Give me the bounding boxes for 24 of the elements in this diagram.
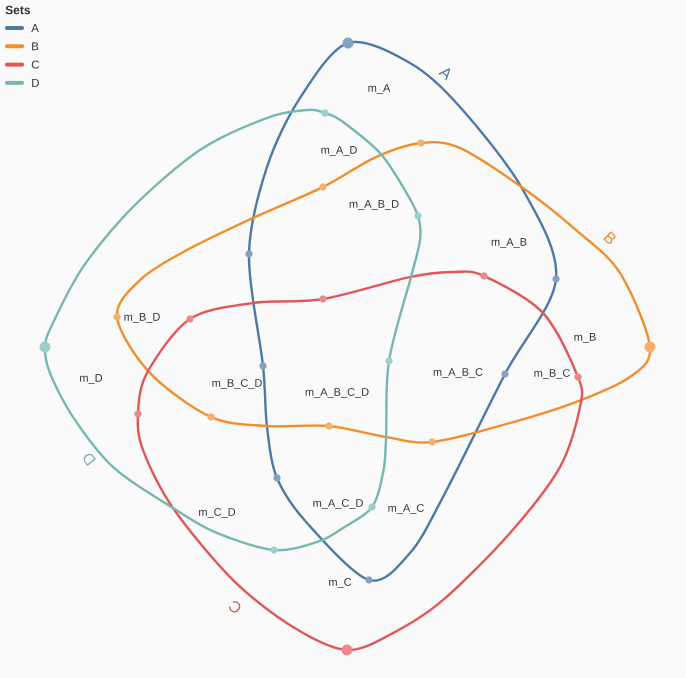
legend-label: D bbox=[32, 78, 39, 87]
legend-label: A bbox=[31, 24, 39, 32]
set-label: B bbox=[603, 231, 616, 244]
region-label: m_A_D bbox=[321, 146, 357, 156]
region-label: m_B_C_D bbox=[212, 379, 262, 389]
legend-label: C bbox=[32, 60, 40, 69]
region-label: m_C_D bbox=[199, 508, 236, 518]
set-label: D bbox=[84, 454, 96, 466]
region-label: m_A bbox=[368, 84, 390, 94]
region-label: m_A_B_D bbox=[350, 200, 399, 210]
region-label: m_A_B_C_D bbox=[306, 388, 369, 398]
region-label: m_A_C_D bbox=[313, 499, 363, 509]
region-label: m_A_B_C bbox=[434, 368, 483, 378]
legend-label: B bbox=[32, 42, 38, 50]
region-label: m_A_B bbox=[492, 238, 526, 248]
region-label: m_B_D bbox=[124, 313, 160, 323]
region-label: m_B bbox=[574, 333, 596, 343]
region-label: m_C bbox=[329, 578, 352, 588]
region-label: m_A_C bbox=[388, 504, 424, 514]
set-label: A bbox=[438, 68, 450, 81]
region-label: m_D bbox=[80, 374, 102, 384]
region-label: m_B_C bbox=[534, 369, 570, 379]
set-label: C bbox=[229, 601, 240, 613]
legend-title: Sets bbox=[6, 6, 30, 14]
